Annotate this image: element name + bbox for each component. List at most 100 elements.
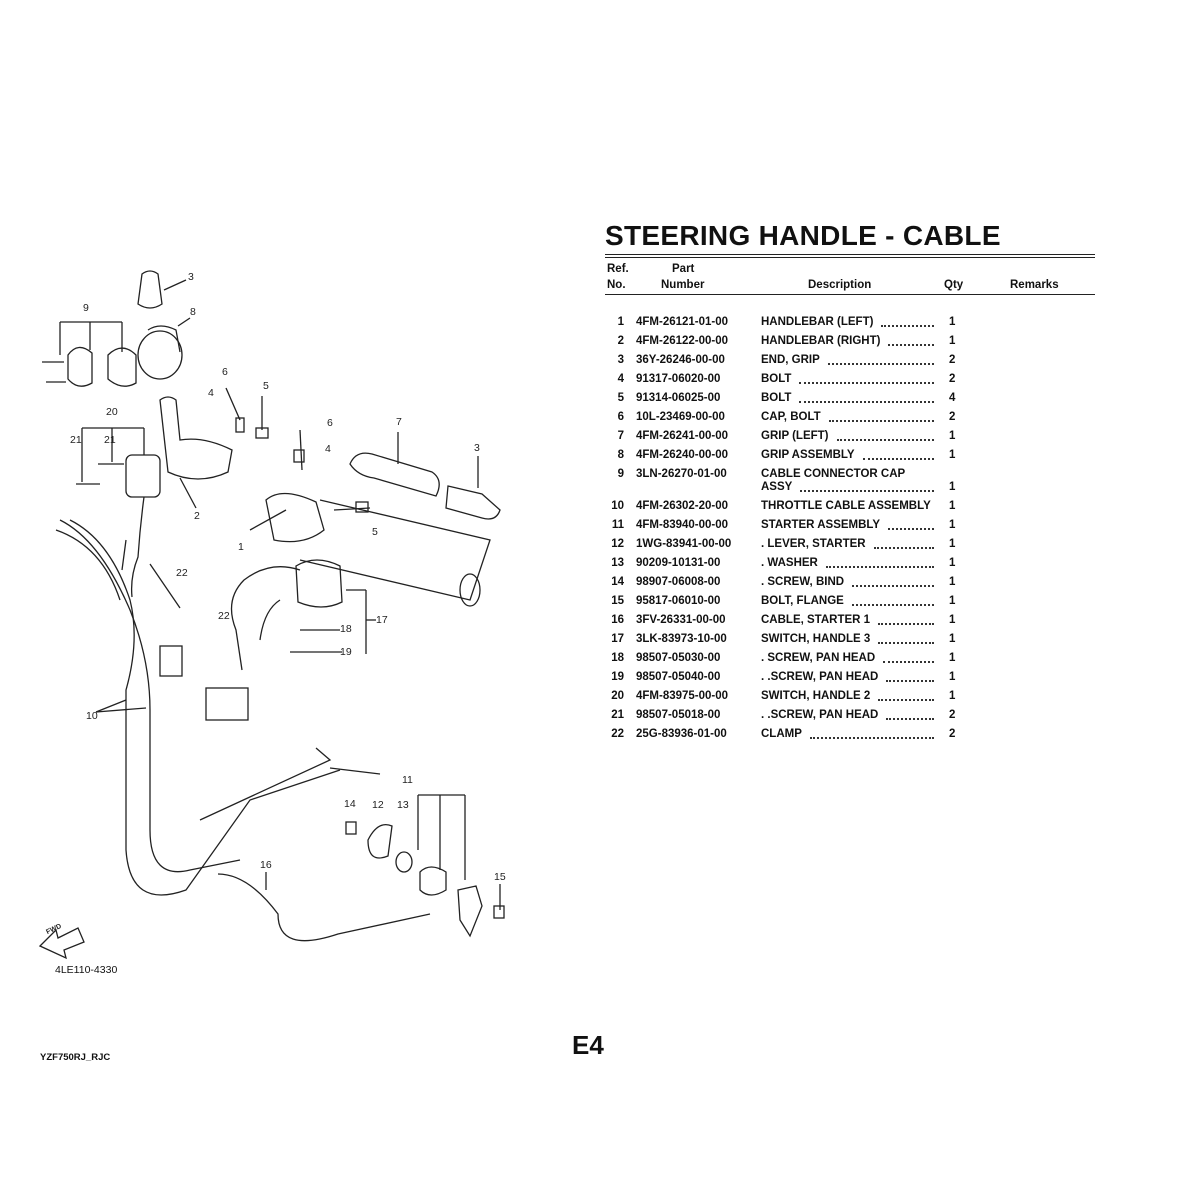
quantity: 1 xyxy=(949,449,956,461)
callout-19: 19 xyxy=(340,646,352,658)
part-description: SWITCH, HANDLE 2 xyxy=(761,690,871,702)
model-code: YZF750RJ_RJC xyxy=(40,1052,111,1063)
part-number: 10L-23469-00-00 xyxy=(636,411,725,423)
dot-leader xyxy=(825,557,934,568)
callout-3: 3 xyxy=(474,442,480,454)
part-number: 98507-05030-00 xyxy=(636,652,721,664)
callout-22: 22 xyxy=(218,610,230,622)
part-description: BOLT xyxy=(761,392,792,404)
quantity: 1 xyxy=(949,500,956,512)
dot-leader xyxy=(881,316,934,327)
callout-1: 1 xyxy=(238,541,244,553)
header-part: Part xyxy=(672,263,695,275)
quantity: 1 xyxy=(949,481,956,493)
part-description: CAP, BOLT xyxy=(761,411,821,423)
dot-leader xyxy=(862,449,934,460)
callout-17: 17 xyxy=(376,614,388,626)
quantity: 1 xyxy=(949,614,956,626)
ref-number: 5 xyxy=(617,392,624,404)
ref-number: 21 xyxy=(611,709,624,721)
quantity: 1 xyxy=(949,430,956,442)
dot-leader xyxy=(799,373,934,384)
part-description: . .SCREW, PAN HEAD xyxy=(761,671,879,683)
part-number: 4FM-83975-00-00 xyxy=(636,690,729,702)
ref-number: 11 xyxy=(611,519,624,531)
dot-leader xyxy=(828,411,934,422)
ref-number: 19 xyxy=(611,671,624,683)
part-description: . SCREW, BIND xyxy=(761,576,845,588)
callout-7: 7 xyxy=(396,416,402,428)
ref-number: 17 xyxy=(611,633,624,645)
quantity: 4 xyxy=(949,392,956,404)
ref-number: 1 xyxy=(617,316,624,328)
ref-number: 14 xyxy=(611,576,624,588)
ref-number: 6 xyxy=(617,411,624,423)
part-number: 3LN-26270-01-00 xyxy=(636,468,727,480)
part-description: SWITCH, HANDLE 3 xyxy=(761,633,871,645)
quantity: 2 xyxy=(949,709,956,721)
header-rule xyxy=(605,294,1095,295)
quantity: 1 xyxy=(949,671,956,683)
ref-number: 16 xyxy=(611,614,624,626)
callout-2: 2 xyxy=(194,510,200,522)
quantity: 2 xyxy=(949,373,956,385)
callout-8: 8 xyxy=(190,306,196,318)
ref-number: 13 xyxy=(611,557,624,569)
callout-4: 4 xyxy=(208,387,214,399)
dot-leader xyxy=(852,576,934,587)
dot-leader xyxy=(886,671,934,682)
part-number: 98907-06008-00 xyxy=(636,576,721,588)
part-number: 90209-10131-00 xyxy=(636,557,721,569)
callout-18: 18 xyxy=(340,623,352,635)
dot-leader xyxy=(888,335,934,346)
part-description: . LEVER, STARTER xyxy=(761,538,866,550)
callout-16: 16 xyxy=(260,859,272,871)
ref-number: 4 xyxy=(617,373,624,385)
ref-number: 3 xyxy=(617,354,624,366)
quantity: 1 xyxy=(949,557,956,569)
header-qty: Qty xyxy=(944,279,964,291)
title-rule xyxy=(605,254,1095,255)
page-title: STEERING HANDLE - CABLE xyxy=(605,220,1001,251)
quantity: 1 xyxy=(949,690,956,702)
ref-number: 10 xyxy=(611,500,624,512)
ref-number: 20 xyxy=(611,690,624,702)
part-description: THROTTLE CABLE ASSEMBLY xyxy=(761,500,931,512)
header-part: Number xyxy=(661,279,705,291)
ref-number: 15 xyxy=(611,595,624,607)
part-description: GRIP (LEFT) xyxy=(761,430,829,442)
callout-5: 5 xyxy=(263,380,269,392)
part-number: 4FM-26122-00-00 xyxy=(636,335,729,347)
part-number: 4FM-26302-20-00 xyxy=(636,500,729,512)
part-number: 95817-06010-00 xyxy=(636,595,721,607)
dot-leader xyxy=(851,595,934,606)
callout-9: 9 xyxy=(83,302,89,314)
callout-10: 10 xyxy=(86,710,98,722)
part-description: END, GRIP xyxy=(761,354,820,366)
ref-number: 18 xyxy=(611,652,624,664)
dot-leader xyxy=(836,430,934,441)
ref-number: 2 xyxy=(617,335,624,347)
ref-number: 12 xyxy=(611,538,624,550)
part-description: ASSY xyxy=(761,481,793,493)
callout-21: 21 xyxy=(70,434,82,446)
header-ref: No. xyxy=(607,279,626,291)
quantity: 1 xyxy=(949,538,956,550)
dot-leader xyxy=(886,709,934,720)
part-number: 3FV-26331-00-00 xyxy=(636,614,726,626)
part-number: 1WG-83941-00-00 xyxy=(636,538,732,550)
part-number: 98507-05018-00 xyxy=(636,709,721,721)
part-number: 3LK-83973-10-00 xyxy=(636,633,727,645)
table-row: 10 4FM-26302-20-00 THROTTLE CABLE ASSEMBLY… xyxy=(605,500,1085,519)
